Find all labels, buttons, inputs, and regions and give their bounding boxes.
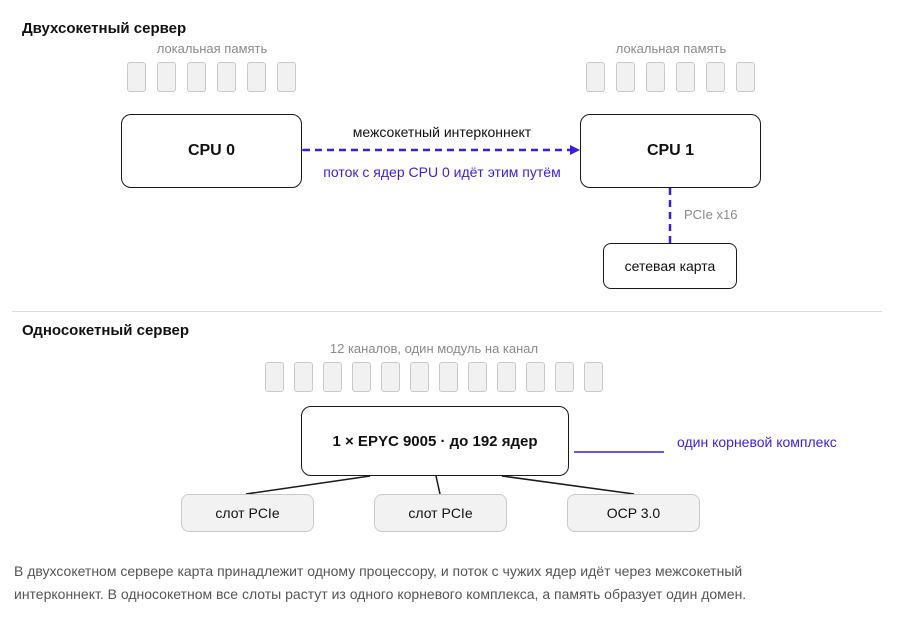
footnote: В двухсокетном сервере карта принадлежит… <box>14 563 747 602</box>
cpu1-memory-caption: локальная память <box>615 41 727 56</box>
memory-module <box>706 62 725 92</box>
memory-module <box>294 362 313 392</box>
memory-module <box>586 62 605 92</box>
memory-module <box>217 62 236 92</box>
memory-module <box>439 362 458 392</box>
cpu1-box: CPU 1 <box>580 114 761 188</box>
cpu0-memory-caption: локальная память <box>156 41 268 56</box>
memory-module <box>526 362 545 392</box>
memory-module <box>323 362 342 392</box>
memory-module <box>410 362 429 392</box>
tree-line-slot-1 <box>245 475 371 495</box>
root-complex-label: один корневой комплекс <box>677 434 837 450</box>
memory-module <box>247 62 266 92</box>
pcie-slot-1: слот PCIe <box>181 494 314 532</box>
memory-module <box>676 62 695 92</box>
section-divider <box>12 311 882 312</box>
dual-socket-title: Двухсокетный сервер <box>22 20 187 37</box>
memory-module <box>646 62 665 92</box>
ocp-slot: OCP 3.0 <box>567 494 700 532</box>
tree-line-slot-2 <box>435 475 441 495</box>
memory-module <box>187 62 206 92</box>
interconnect-label: межсокетный интерконнект <box>352 124 532 140</box>
single-memory-caption: 12 каналов, один модуль на канал <box>329 341 539 356</box>
memory-module <box>157 62 176 92</box>
network-card-box: сетевая карта <box>603 243 737 289</box>
memory-module <box>736 62 755 92</box>
pcie-label: PCIe x16 <box>684 207 738 222</box>
memory-module <box>277 62 296 92</box>
memory-module <box>468 362 487 392</box>
memory-module <box>616 62 635 92</box>
memory-module <box>352 362 371 392</box>
memory-module <box>555 362 574 392</box>
memory-module <box>265 362 284 392</box>
memory-module <box>381 362 400 392</box>
memory-module <box>584 362 603 392</box>
single-socket-title: Односокетный сервер <box>22 322 189 339</box>
memory-module <box>127 62 146 92</box>
memory-module <box>497 362 516 392</box>
tree-line-slot-3 <box>501 475 635 495</box>
pcie-slot-2: слот PCIe <box>374 494 507 532</box>
cpu0-box: CPU 0 <box>121 114 302 188</box>
epyc-cpu-box: 1 × EPYC 9005 · до 192 ядер <box>301 406 569 476</box>
path-label: поток с ядер CPU 0 идёт этим путём <box>323 164 561 180</box>
